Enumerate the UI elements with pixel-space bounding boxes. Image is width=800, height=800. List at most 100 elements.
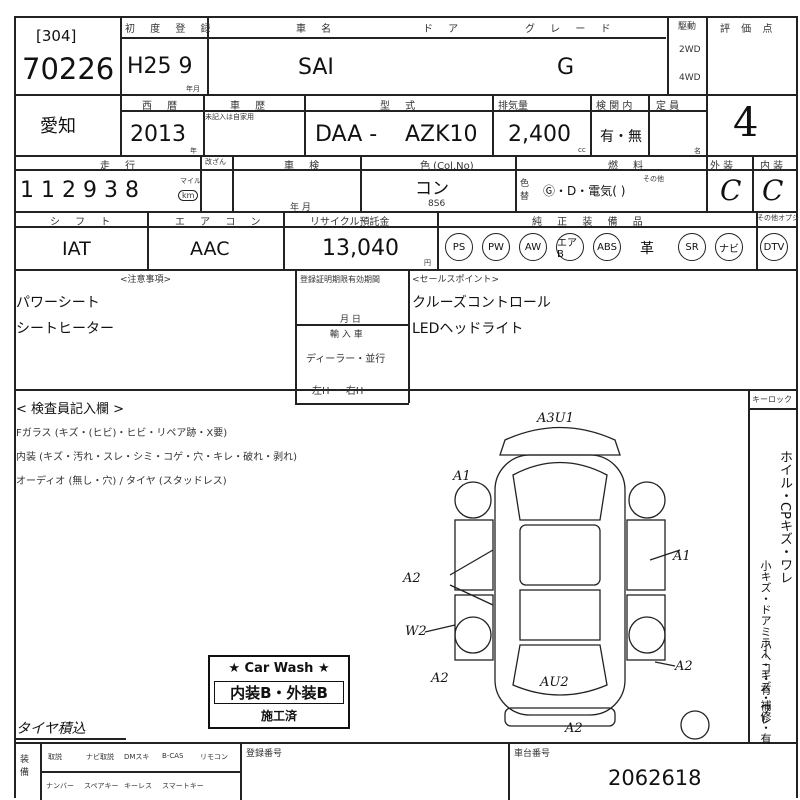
car-name-label: 車 名 [296,24,338,35]
row2-bottom [14,155,798,157]
r2-v5 [590,94,592,155]
color-code: 8S6 [428,199,446,209]
displacement-unit: cc [578,146,586,154]
import-steering: 左H ・ 右H [312,386,364,397]
cert-label: 登録証明期限有効期間 [300,275,380,284]
inspector-title: < 検査員記入欄 > [16,402,125,417]
f-v2 [508,742,510,800]
footer-item-4: B-CAS [162,752,184,760]
r3-v5 [706,155,708,211]
front-bumper [499,426,621,456]
sales-item-2: LEDヘッドライト [412,321,524,337]
inspection-label: 検 関 内 [596,101,633,112]
r2-label-line [120,110,706,112]
notes-box-mid [295,324,409,326]
footer-item-7: スペアキー [84,782,119,790]
r2-v1 [120,94,122,155]
carwash-grades: 内装B・外装B [214,681,344,704]
r2-v6 [648,94,650,155]
right-col-v [748,389,750,742]
cert-units: 月 日 [340,315,361,325]
row4-bottom [14,269,798,271]
mark-a2-left: A2 [402,571,421,586]
footer-item-6: ナンバー [46,782,74,790]
shift: IAT [62,238,91,260]
rear-right-wheel [628,616,666,654]
year-label: 西 暦 [142,101,184,112]
r4-label-line [14,226,798,228]
hood-panel [512,461,608,521]
frame-top [14,16,798,18]
equip-abs: ABS [593,233,621,261]
equip-ps: PS [445,233,473,261]
car-body-outline [494,454,626,716]
color-label: 色 (Col.No) [420,161,474,172]
footer-item-2: ナビ取説 [86,753,114,761]
front-left-door [454,519,494,591]
f-v1 [240,742,242,800]
r3-label-line [14,169,798,171]
mark-line-left-rear [449,584,494,606]
r3-v3 [360,155,362,211]
inspector-line-1: Fガラス (キズ・(ヒビ)・ヒビ・リペア跡・X要) [16,428,228,439]
shift-label: シ フ ト [50,217,117,228]
rear-left-wheel [454,616,492,654]
rear-bumper [504,707,616,727]
mark-a2-rear-left: A2 [430,671,449,686]
mark-a1-right: A1 [672,549,691,564]
chassis-number: 2062618 [608,766,702,790]
rear-right-door [626,594,666,661]
interior-label: 内 装 [760,161,784,172]
drive-2wd: 2WD [679,45,701,55]
equip-navi: ナビ [715,233,743,261]
fuel-label: 燃 料 [608,161,650,172]
capacity-label: 定 員 [656,101,680,112]
mark-line-left-door [449,549,494,576]
lot-box: [304] [36,27,77,45]
r1-v4 [706,16,708,155]
footer-label: 装備 [20,755,30,778]
caution-label: <注意事項> [120,275,172,285]
tire-note: タイヤ積込 [16,721,86,737]
mark-a2-bottom: A2 [564,721,583,736]
other-option-label: その他オプション [757,214,800,222]
r3-v2 [232,155,234,211]
r4-v1 [147,211,149,269]
inspector-line-2: 内装 (キズ・汚れ・スレ・シミ・コゲ・穴・キレ・破れ・剥れ) [16,452,297,463]
sales-item-1: クルーズコントロール [412,295,551,311]
frame-right [796,16,798,798]
front-right-wheel [628,481,666,519]
first-reg-label: 初 度 登 録 [125,24,217,35]
footer-top [14,742,798,744]
fuel: Ⓖ・D・電気( ) [543,184,626,198]
ac: AAC [190,238,230,260]
r2-v3 [304,94,306,155]
fuel-other: その他 [643,175,664,183]
row1-bottom [14,94,798,96]
trunk-panel [512,644,608,696]
sales-label: <セールスポイント> [412,275,500,285]
mark-line-rear-right [654,661,676,667]
equip-aw: AW [519,233,547,261]
history-label: 車 歴 [230,101,272,112]
mileage: 1 1 2 9 3 8 [20,178,139,203]
first-reg-unit: 年月 [186,85,200,93]
front-right-door [626,519,666,591]
spare-wheel [680,710,710,740]
mark-a2-rear-right: A2 [674,659,693,674]
recycle: 13,040 [322,236,399,261]
inspection: 有・無 [600,129,642,145]
registration-label: 登録番号 [246,749,283,759]
equip-leather: 革 [640,241,654,257]
mark-a3u1: A3U1 [536,411,574,426]
equipment-label: 純 正 装 備 品 [532,217,649,228]
carwash-done: 施工済 [260,709,297,723]
year-unit: 年 [190,147,197,155]
keyless-label: キーロック [752,395,792,404]
year: 2013 [130,122,186,147]
first-reg-value: H25 9 [127,54,193,79]
drive-label: 駆動 [678,22,697,32]
history-sub: 未記入は自家用 [205,113,254,121]
mark-w2: W2 [405,624,427,639]
